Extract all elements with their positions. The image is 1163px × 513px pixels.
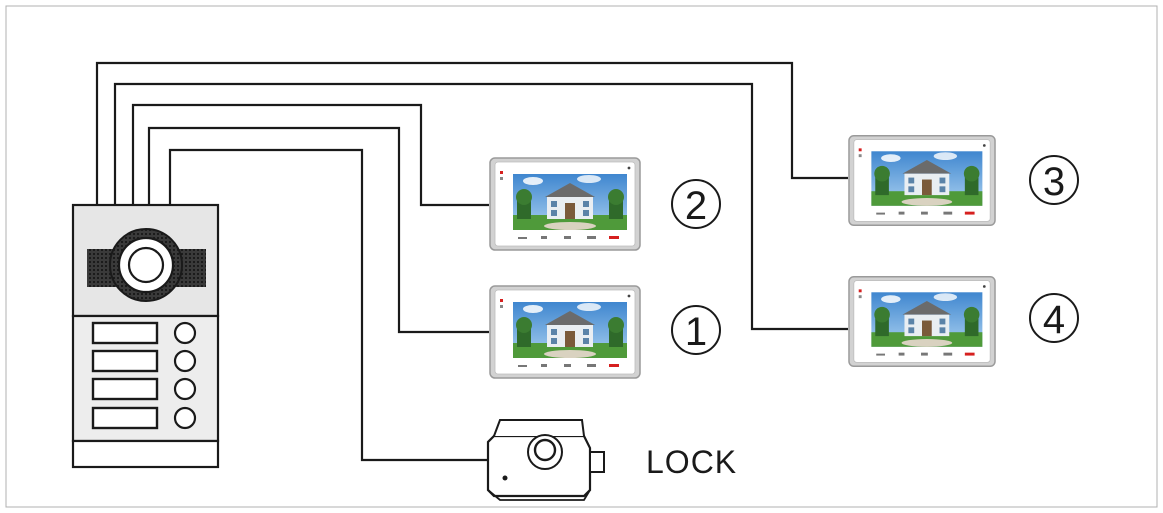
indoor-monitor-1 bbox=[489, 285, 641, 379]
call-button-2[interactable] bbox=[91, 349, 197, 373]
wire-to-monitor-3 bbox=[95, 61, 848, 205]
lock-top bbox=[493, 419, 585, 437]
electric-lock: LOCK bbox=[486, 419, 737, 501]
lock-label: LOCK bbox=[646, 444, 737, 480]
lock-latch bbox=[589, 451, 605, 473]
lock-keyhole-ring bbox=[533, 438, 557, 462]
camera-lens-icon bbox=[127, 246, 165, 284]
monitor-number-badges: 2 1 3 4 bbox=[671, 155, 1079, 355]
lock-bottom-edge bbox=[487, 489, 591, 501]
number-badge-2 bbox=[671, 179, 721, 229]
call-button-3[interactable] bbox=[91, 377, 197, 401]
number-badge-4 bbox=[1029, 293, 1079, 343]
indoor-monitor-4 bbox=[848, 275, 996, 368]
name-plate bbox=[91, 321, 159, 345]
monitor-number-2: 2 bbox=[685, 184, 707, 228]
call-button-icon[interactable] bbox=[173, 321, 197, 345]
monitor-number-4: 4 bbox=[1043, 298, 1065, 342]
wire-to-monitor-1 bbox=[147, 126, 489, 334]
wire-to-lock bbox=[168, 148, 492, 462]
call-button-icon[interactable] bbox=[173, 349, 197, 373]
wiring bbox=[95, 61, 848, 462]
diagram-frame bbox=[5, 5, 1158, 508]
call-button-icon[interactable] bbox=[173, 406, 197, 430]
number-badge-3 bbox=[1029, 155, 1079, 205]
call-button-1[interactable] bbox=[91, 321, 197, 345]
indoor-monitor-2 bbox=[489, 157, 641, 251]
indoor-monitor-3 bbox=[848, 134, 996, 227]
name-plate bbox=[91, 377, 159, 401]
wire-to-monitor-2 bbox=[131, 103, 489, 207]
lock-indicator bbox=[502, 475, 508, 481]
call-button-4[interactable] bbox=[91, 406, 197, 430]
name-plate bbox=[91, 406, 159, 430]
name-plate bbox=[91, 349, 159, 373]
door-station bbox=[71, 203, 220, 469]
monitor-number-3: 3 bbox=[1043, 160, 1065, 204]
door-station-base bbox=[71, 439, 220, 469]
number-badge-1 bbox=[671, 305, 721, 355]
monitor-number-1: 1 bbox=[685, 310, 707, 354]
wire-to-monitor-4 bbox=[113, 82, 848, 331]
call-button-icon[interactable] bbox=[173, 377, 197, 401]
